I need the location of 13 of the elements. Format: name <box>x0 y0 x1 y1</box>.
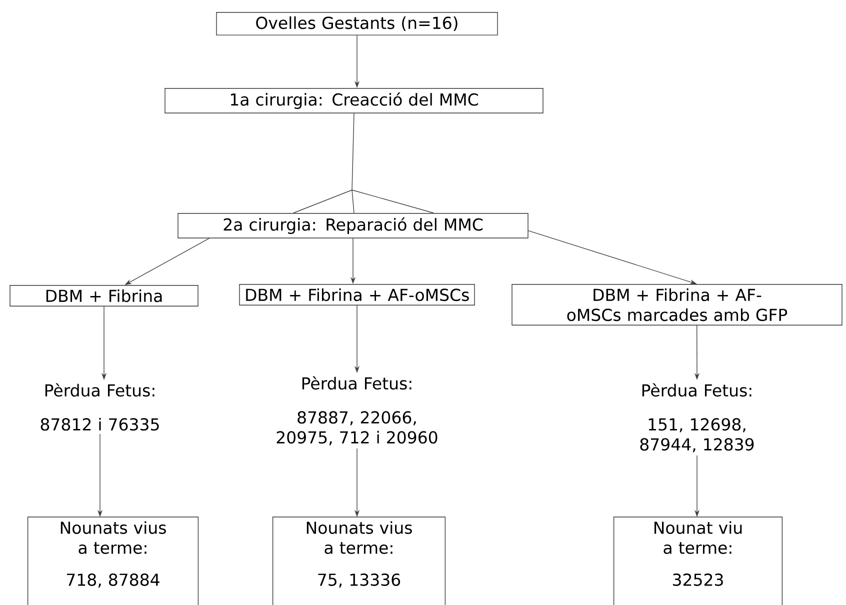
process-box: 1a cirurgia: Creacció del MMC <box>164 88 544 114</box>
process-box: DBM + Fibrina + AF-oMSCs <box>239 284 475 306</box>
result-box: Nounat viu a terme: 32523 <box>613 516 783 605</box>
result-text: Pèrdua Fetus: 87887, 22066, 20975, 712 i 20960 <box>276 376 438 446</box>
result-text: Pèrdua Fetus: 151, 12698, 87944, 12839 <box>640 383 754 452</box>
process-box: DBM + Fibrina <box>10 284 198 306</box>
result-box: Nounats vius a terme: 75, 13336 <box>272 516 446 605</box>
arrow <box>293 112 434 214</box>
process-box: 2a cirurgia: Reparació del MMC <box>178 213 528 238</box>
process-box: DBM + Fibrina + AF-oMSCs marcades amb GFP <box>512 284 842 326</box>
process-box: Ovelles Gestants (n=16) <box>216 12 498 36</box>
result-text: Pèrdua Fetus: 87812 i 76335 <box>40 383 159 431</box>
result-box: Nounats vius a terme: 718, 87884 <box>27 516 199 605</box>
